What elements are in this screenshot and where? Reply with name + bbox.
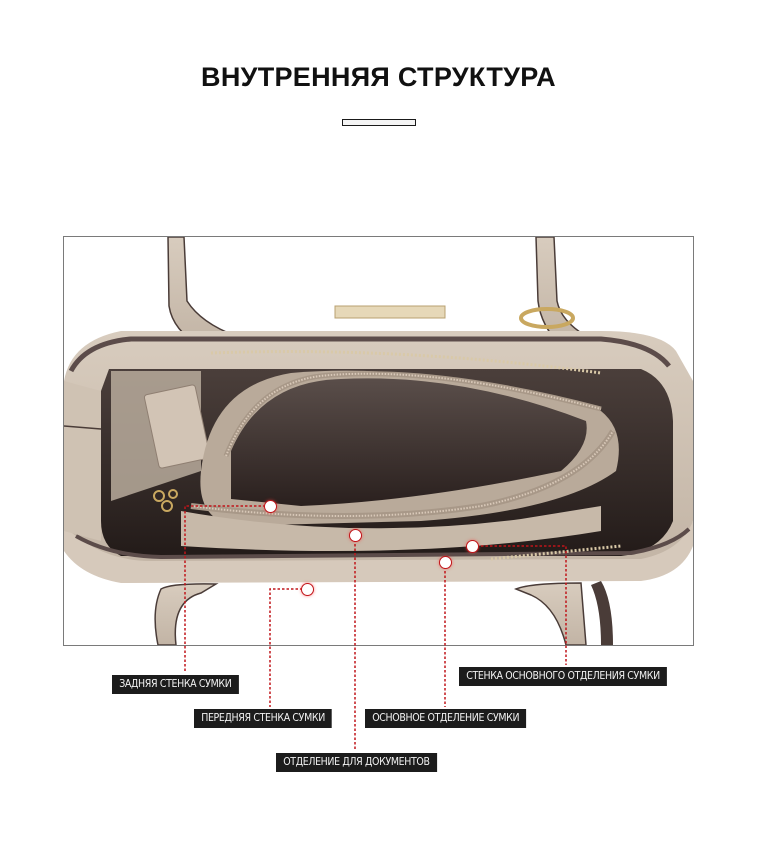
callout-dot-main-compartment-wall[interactable] xyxy=(465,539,479,553)
handbag-illustration xyxy=(64,237,693,645)
callout-dot-back-wall[interactable] xyxy=(263,499,277,513)
product-photo-frame xyxy=(63,236,694,646)
callout-label-front-wall: ПЕРЕДНЯЯ СТЕНКА СУМКИ xyxy=(194,709,333,728)
callout-label-main-compartment: ОСНОВНОЕ ОТДЕЛЕНИЕ СУМКИ xyxy=(365,709,527,728)
callout-label-back-wall: ЗАДНЯЯ СТЕНКА СУМКИ xyxy=(112,675,239,694)
callout-dot-main-compartment[interactable] xyxy=(438,555,452,569)
callout-dot-document-compartment[interactable] xyxy=(348,528,362,542)
callout-dot-front-wall[interactable] xyxy=(300,582,314,596)
page-title: ВНУТРЕННЯЯ СТРУКТУРА xyxy=(201,62,556,92)
callout-label-document-compartment: ОТДЕЛЕНИЕ ДЛЯ ДОКУМЕНТОВ xyxy=(276,753,437,772)
title-underline-decoration xyxy=(342,119,416,126)
callout-label-main-compartment-wall: СТЕНКА ОСНОВНОГО ОТДЕЛЕНИЯ СУМКИ xyxy=(459,667,667,686)
